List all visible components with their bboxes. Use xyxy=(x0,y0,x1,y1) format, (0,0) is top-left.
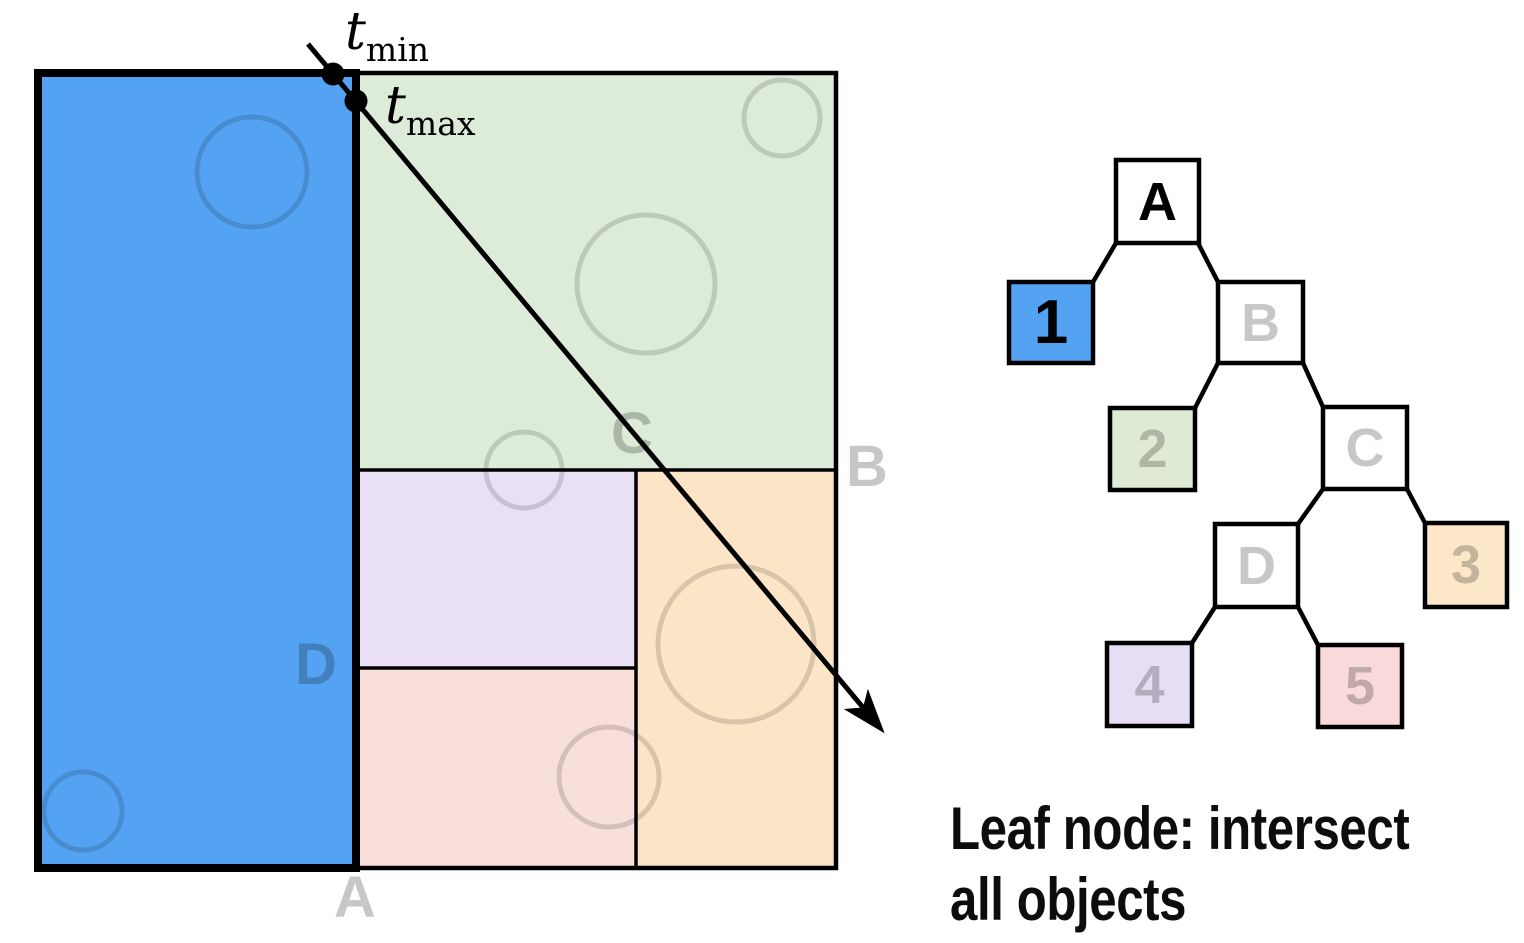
edge-B-C xyxy=(1300,362,1326,408)
tree-node-4 xyxy=(1104,640,1195,729)
region-2-green xyxy=(356,73,836,470)
tree-node-C xyxy=(1320,404,1410,492)
object-circle xyxy=(574,212,718,356)
tree-node-A xyxy=(1113,157,1202,246)
edge-C-D xyxy=(1296,487,1325,526)
edge-C-3 xyxy=(1405,487,1427,525)
tree-node-2 xyxy=(1107,405,1198,493)
scene-objects xyxy=(41,77,823,853)
edge-B-2 xyxy=(1192,361,1221,410)
object-circle xyxy=(194,114,310,230)
tree-nodes xyxy=(1006,157,1510,730)
edge-A-B xyxy=(1195,241,1221,284)
partition-lines xyxy=(34,69,839,872)
t-max-point xyxy=(344,89,368,113)
object-circle xyxy=(556,724,662,830)
region-5-pink xyxy=(356,668,636,868)
ray-arrow xyxy=(306,42,885,734)
region-1-blue xyxy=(38,73,356,868)
tree-node-3 xyxy=(1422,520,1510,610)
t-min-point xyxy=(321,62,345,86)
tree-node-B xyxy=(1215,279,1306,366)
tree-node-5 xyxy=(1315,642,1405,730)
edge-D-5 xyxy=(1296,605,1320,647)
object-circle xyxy=(741,77,823,159)
current-leaf-bbox-outline xyxy=(34,69,360,872)
region-3-orange xyxy=(636,470,836,868)
bvh-spatial-regions xyxy=(38,73,836,868)
tree-node-D xyxy=(1212,521,1301,610)
region-4-purple xyxy=(356,470,636,668)
object-circle xyxy=(41,769,125,853)
object-circle xyxy=(655,563,817,725)
tree-node-1 xyxy=(1006,279,1096,366)
ray-group xyxy=(306,42,885,734)
edge-A-1 xyxy=(1091,241,1118,284)
tree-edges xyxy=(1091,241,1427,647)
edge-D-4 xyxy=(1190,605,1217,645)
